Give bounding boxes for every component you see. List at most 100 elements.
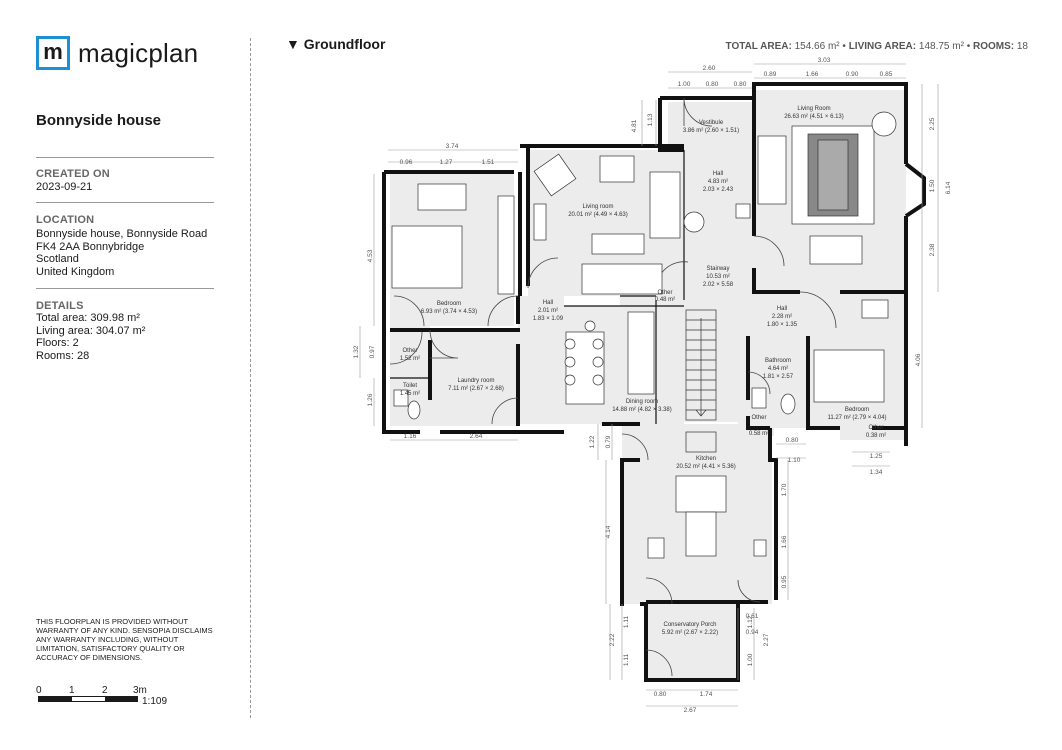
kitchen-island-icon bbox=[675, 475, 727, 513]
rooms-value: 18 bbox=[1016, 41, 1028, 52]
dimension-label: 1.00 bbox=[678, 81, 691, 88]
dimension-label: 4.81 bbox=[631, 119, 638, 132]
dimension-label: 4.14 bbox=[605, 525, 612, 538]
dimension-label: 0.90 bbox=[846, 71, 859, 78]
details-label: DETAILS bbox=[36, 300, 84, 312]
dimension-label: 2.67 bbox=[684, 707, 697, 714]
sink-icon bbox=[393, 389, 409, 407]
room-area: 3.86 m² (2.60 × 1.51) bbox=[683, 128, 739, 134]
dimension-label: 2.38 bbox=[929, 243, 936, 256]
dimension-label: 1.27 bbox=[440, 159, 453, 166]
room-name: Toilet bbox=[403, 383, 417, 389]
room-area: 5.92 m² (2.67 × 2.22) bbox=[662, 630, 718, 636]
room-area: 2.28 m² bbox=[772, 314, 792, 320]
door-swings bbox=[389, 97, 837, 677]
dimension-label: 0.80 bbox=[734, 81, 747, 88]
room-name: Vestibule bbox=[699, 120, 724, 126]
project-title: Bonnyside house bbox=[36, 112, 162, 129]
room-name: Laundry room bbox=[457, 378, 494, 384]
room-area: 20.01 m² (4.49 × 4.63) bbox=[568, 212, 628, 218]
dimension-label: 1.11 bbox=[623, 654, 630, 667]
total-area-label: TOTAL AREA: bbox=[725, 41, 792, 52]
magicplan-logo: m magicplan bbox=[36, 36, 198, 70]
room-dims: 2.03 × 2.43 bbox=[703, 187, 734, 193]
dimension-label: 1.32 bbox=[353, 345, 360, 358]
dimension-label: 3.74 bbox=[446, 143, 459, 150]
room-area: 26.63 m² (4.51 × 6.13) bbox=[784, 114, 844, 120]
room-area: 4.64 m² bbox=[768, 366, 788, 372]
logo-wordmark: magicplan bbox=[78, 37, 199, 68]
sofa-icon bbox=[649, 171, 681, 239]
scale-tick-label: 2 bbox=[102, 685, 108, 696]
appliance-icon bbox=[753, 539, 767, 557]
details-line: Total area: 309.98 m² bbox=[36, 312, 140, 324]
dimension-label: 1.66 bbox=[781, 535, 788, 548]
sofa-icon bbox=[809, 235, 863, 265]
rooms-label: ROOMS: bbox=[972, 41, 1015, 52]
location-line: Scotland bbox=[36, 253, 79, 265]
divider bbox=[36, 157, 214, 158]
living-area-value: 148.75 m² bbox=[918, 41, 964, 52]
stairs-icon bbox=[685, 309, 717, 453]
disclaimer-text: THIS FLOORPLAN IS PROVIDED WITHOUT WARRA… bbox=[36, 617, 213, 662]
room-name: Dining room bbox=[626, 399, 658, 405]
dimension-label: 4.53 bbox=[367, 249, 374, 262]
living-area-label: LIVING AREA: bbox=[848, 41, 917, 52]
armchair-icon bbox=[599, 155, 635, 183]
room-name: Bedroom bbox=[437, 301, 461, 307]
dimension-label: 1.16 bbox=[404, 433, 417, 440]
room-name: Bathroom bbox=[765, 358, 791, 364]
room-area: 11.27 m² (2.79 × 4.04) bbox=[827, 415, 886, 421]
logo-mark-icon: m bbox=[36, 36, 70, 70]
dimension-label: 1.10 bbox=[788, 457, 801, 464]
room-area: 6.93 m² (3.74 × 4.53) bbox=[421, 309, 477, 315]
room-name: Other bbox=[751, 415, 766, 421]
divider bbox=[36, 202, 214, 203]
room-area: 20.52 m² (4.41 × 5.36) bbox=[676, 464, 736, 470]
dimension-label: 1.12 bbox=[747, 615, 754, 628]
details-line: Floors: 2 bbox=[36, 337, 79, 349]
dimension-label: 0.80 bbox=[786, 437, 799, 444]
bed-icon bbox=[391, 225, 463, 289]
coffee-table-icon bbox=[591, 233, 645, 255]
room-name: Kitchen bbox=[696, 456, 716, 462]
dimension-label: 1.70 bbox=[781, 483, 788, 496]
room-name: Other bbox=[402, 348, 417, 354]
dimension-label: 1.13 bbox=[647, 113, 654, 126]
scale-bar bbox=[38, 696, 138, 702]
dimension-label: 1.51 bbox=[482, 159, 495, 166]
dimension-label: 1.00 bbox=[747, 653, 754, 666]
dimension-label: 0.95 bbox=[781, 575, 788, 588]
dimension-label: 1.11 bbox=[623, 616, 630, 629]
location-line: Bonnyside house, Bonnyside Road bbox=[36, 228, 208, 240]
room-dims: 2.02 × 5.58 bbox=[703, 282, 734, 288]
room-labels: Vestibule 3.86 m² (2.60 × 1.51) Living R… bbox=[400, 106, 887, 636]
dimension-label: 2.22 bbox=[609, 633, 616, 646]
dimension-label: 2.25 bbox=[929, 117, 936, 130]
thin-walls bbox=[390, 150, 685, 424]
room-area: 0.38 m² bbox=[866, 433, 886, 439]
dimension-label: 0.61 bbox=[746, 613, 759, 620]
dimension-label: 3.03 bbox=[818, 57, 831, 64]
room-name: Living Room bbox=[797, 106, 830, 112]
sidebar-divider bbox=[250, 38, 251, 718]
room-dims: 1.83 × 1.09 bbox=[533, 316, 564, 322]
furniture bbox=[391, 111, 897, 559]
room-area: 2.01 m² bbox=[538, 308, 558, 314]
created-label: CREATED ON bbox=[36, 168, 110, 180]
toilet-icon bbox=[407, 400, 421, 420]
dimension-label: 1.66 bbox=[806, 71, 819, 78]
room-name: Other bbox=[868, 425, 883, 431]
dimension-label: 2.64 bbox=[470, 433, 483, 440]
room-name: Other bbox=[657, 290, 672, 296]
plant-icon bbox=[683, 211, 705, 233]
floor-title[interactable]: ▼ Groundfloor bbox=[286, 36, 386, 52]
room-area: 0.58 m² bbox=[749, 431, 769, 437]
side-table-icon bbox=[533, 203, 547, 241]
dimension-label: 1.74 bbox=[700, 691, 713, 698]
room-area: 1.45 m² bbox=[400, 391, 420, 397]
cabinet-icon bbox=[861, 299, 889, 319]
room-name: Hall bbox=[777, 306, 787, 312]
dimension-label: 0.85 bbox=[880, 71, 893, 78]
